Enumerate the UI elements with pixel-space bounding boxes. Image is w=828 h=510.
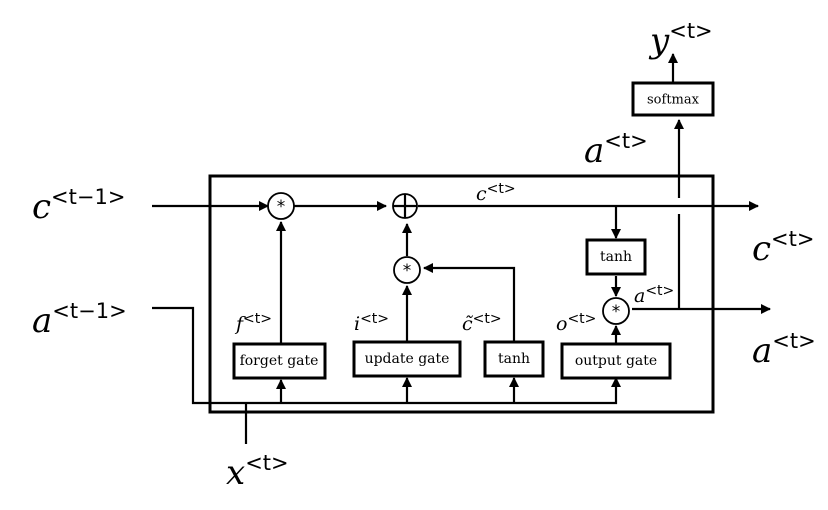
svg-text:tanh: tanh	[498, 351, 530, 367]
c-line-label: c<t>	[476, 181, 516, 205]
c-prev-label: c<t−1>	[32, 185, 125, 227]
forget-multiply-op: *	[267, 192, 295, 220]
cell-frame	[208, 174, 715, 414]
svg-text:forget gate: forget gate	[240, 353, 319, 369]
a-inner-label: a<t>	[634, 283, 674, 307]
update-multiply-op: *	[393, 256, 421, 284]
a-top-label: a<t>	[584, 129, 648, 171]
svg-text:softmax: softmax	[647, 93, 700, 108]
tanh-candidate-box: tanh	[483, 340, 545, 378]
y-label: y<t>	[648, 19, 713, 61]
candidate-wire	[423, 263, 516, 344]
input-bus-wire	[152, 306, 621, 405]
cell-add-op	[392, 193, 418, 219]
i-label: i<t>	[354, 311, 389, 335]
svg-text:*: *	[403, 261, 412, 281]
svg-text:*: *	[277, 197, 286, 217]
svg-text:*: *	[612, 302, 621, 322]
f-label: f<t>	[234, 311, 272, 335]
c-out-label: c<t>	[752, 227, 814, 269]
output-multiply-op: *	[602, 297, 630, 325]
x-label: x<t>	[226, 451, 289, 493]
svg-text:output gate: output gate	[575, 353, 657, 369]
o-label: o<t>	[556, 311, 596, 335]
svg-text:update gate: update gate	[365, 351, 450, 367]
a-out-label: a<t>	[752, 329, 816, 371]
c-tilde-label: c̃<t>	[462, 311, 502, 335]
forget-gate-box: forget gate	[232, 342, 327, 380]
output-gate-box: output gate	[560, 342, 672, 380]
update-gate-box: update gate	[352, 340, 462, 378]
svg-text:tanh: tanh	[600, 249, 632, 265]
softmax-box: softmax	[631, 81, 715, 117]
a-prev-label: a<t−1>	[32, 299, 127, 341]
tanh-output-box: tanh	[585, 238, 647, 276]
